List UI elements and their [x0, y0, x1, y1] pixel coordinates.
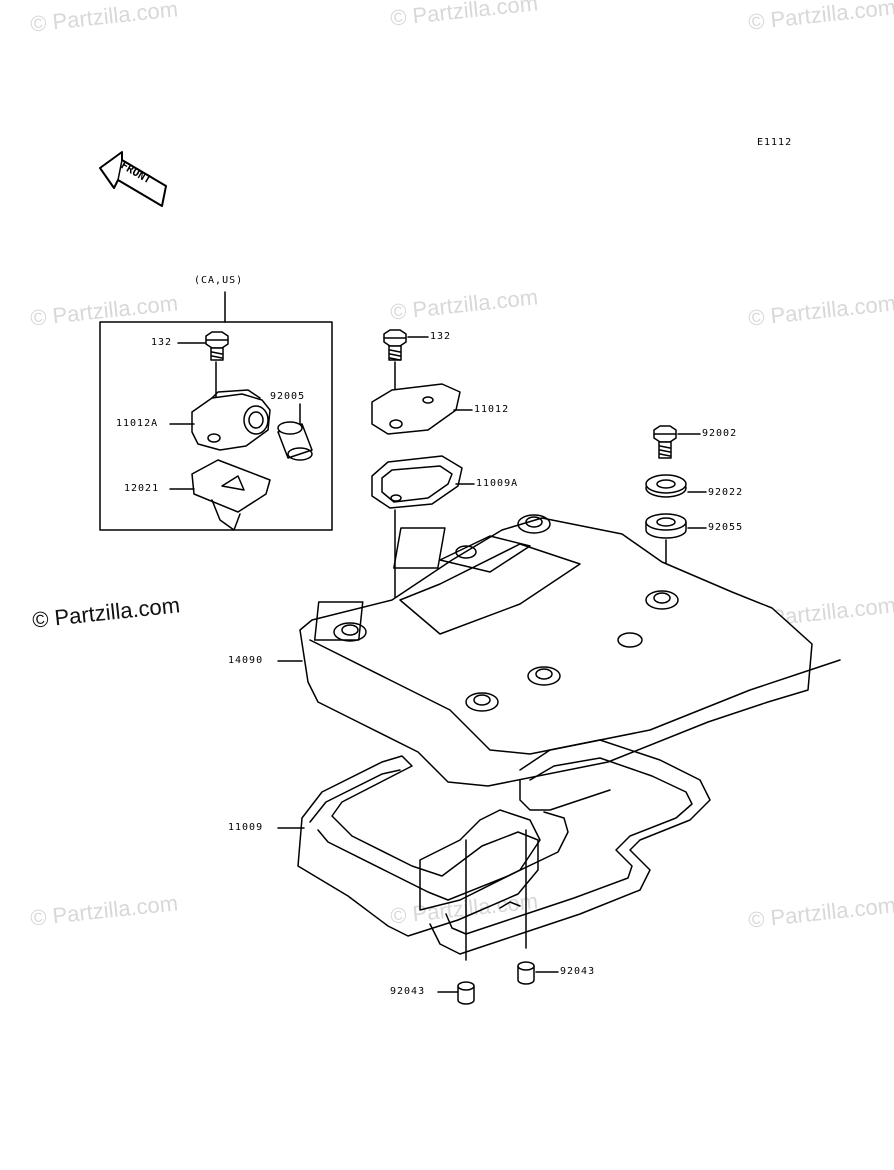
inset-collar: [277, 421, 313, 461]
part-label-92002: 92002: [702, 428, 738, 439]
part-label-92022: 92022: [708, 487, 744, 498]
part-label-11009: 11009: [228, 822, 264, 833]
part-label-11009A: 11009A: [476, 478, 519, 489]
bolt-132: [383, 329, 407, 361]
part-label-92055: 92055: [708, 522, 744, 533]
part-label-92043-right: 92043: [560, 966, 596, 977]
inset-bolt: [205, 331, 229, 361]
region-label: (CA,US): [194, 275, 244, 286]
washer-92022: [645, 474, 687, 498]
bolt-92002: [653, 425, 677, 459]
front-arrow-icon: [99, 151, 167, 207]
part-label-132-inset: 132: [151, 337, 173, 348]
cylinder-head-cover-14090: [299, 514, 841, 787]
cover-gasket-11009: [297, 739, 711, 955]
grommet-92055: [645, 513, 687, 539]
part-label-92043-left: 92043: [390, 986, 426, 997]
dowel-pin-right: [517, 961, 535, 985]
part-label-92005: 92005: [270, 391, 306, 402]
cover-11012: [371, 383, 461, 435]
part-label-132: 132: [430, 331, 452, 342]
dowel-pin-left: [457, 981, 475, 1005]
inset-cover-housing: [191, 389, 271, 451]
inset-box: [99, 321, 333, 531]
diagram-code: E1112: [757, 137, 793, 148]
part-label-11012A: 11012A: [116, 418, 159, 429]
part-label-12021: 12021: [124, 483, 160, 494]
inset-reed-plate: [191, 459, 271, 531]
part-label-14090: 14090: [228, 655, 264, 666]
part-label-11012: 11012: [474, 404, 510, 415]
gasket-11009A: [371, 455, 463, 509]
